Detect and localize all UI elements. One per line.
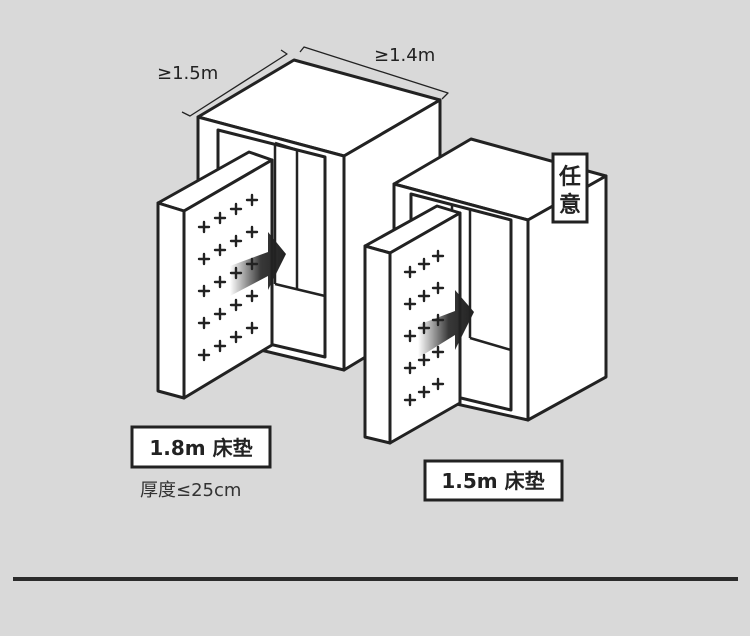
- plus-mark: [417, 289, 431, 303]
- plus-mark: [403, 297, 417, 311]
- plus-mark: [197, 252, 211, 266]
- any-badge: 任 意: [551, 152, 589, 224]
- plus-mark: [229, 202, 243, 216]
- plus-mark: [245, 225, 259, 239]
- plus-mark: [197, 348, 211, 362]
- plus-mark: [403, 393, 417, 407]
- plus-mark: [213, 275, 227, 289]
- dim-width-label: ≥1.4m: [374, 45, 435, 66]
- left-mattress-label-box: 1.8m 床垫: [130, 425, 272, 469]
- plus-mark: [213, 307, 227, 321]
- plus-mark: [417, 385, 431, 399]
- plus-mark: [431, 345, 445, 359]
- thickness-note: 厚度≤25cm: [140, 480, 241, 501]
- left-mattress-label: 1.8m 床垫: [149, 436, 252, 460]
- plus-mark: [431, 281, 445, 295]
- arrow-right-icon: [230, 232, 286, 296]
- plus-mark: [197, 316, 211, 330]
- left-mattress-edge: [156, 201, 186, 400]
- plus-mark: [403, 265, 417, 279]
- plus-mark: [213, 211, 227, 225]
- plus-mark: [417, 257, 431, 271]
- right-mattress-label: 1.5m 床垫: [441, 469, 544, 493]
- dim-depth-label: ≥1.5m: [157, 63, 218, 84]
- badge-char-1: 任: [558, 164, 581, 190]
- right-mattress-edge: [363, 244, 392, 445]
- plus-mark: [403, 329, 417, 343]
- plus-mark: [431, 249, 445, 263]
- plus-mark: [403, 361, 417, 375]
- plus-mark: [229, 298, 243, 312]
- bottom-divider: [13, 577, 738, 581]
- right-mattress-label-box: 1.5m 床垫: [423, 459, 564, 502]
- plus-mark: [229, 234, 243, 248]
- plus-mark: [245, 193, 259, 207]
- plus-mark: [417, 353, 431, 367]
- dimension-lines: [181, 46, 449, 117]
- plus-mark: [245, 289, 259, 303]
- plus-mark: [213, 339, 227, 353]
- plus-mark: [197, 220, 211, 234]
- badge-char-2: 意: [559, 192, 581, 218]
- plus-mark: [197, 284, 211, 298]
- plus-mark: [431, 377, 445, 391]
- plus-mark: [213, 243, 227, 257]
- plus-mark: [245, 321, 259, 335]
- left-mattress-face: [182, 158, 274, 400]
- left-mattress: [156, 150, 274, 400]
- arrow-right-icon: [418, 290, 474, 358]
- plus-mark: [229, 330, 243, 344]
